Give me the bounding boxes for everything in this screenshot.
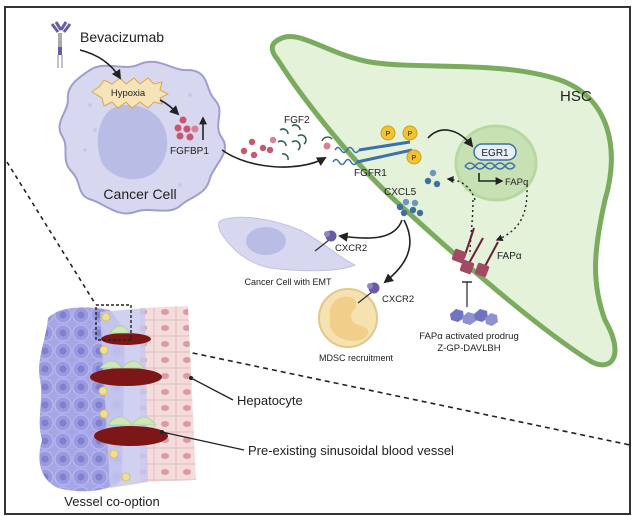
mdsc-nucleus — [330, 296, 369, 341]
fgfbp1-dots — [174, 116, 199, 141]
egr1-badge — [473, 143, 517, 161]
hepatocyte-tissue — [140, 306, 196, 482]
bound-fgf2-arc — [321, 136, 333, 142]
immune-cells — [98, 312, 131, 482]
hsc-cell — [269, 34, 618, 368]
fgfr1-label: FGFR1 — [354, 168, 387, 179]
zoom-connector-right — [130, 339, 631, 446]
prodrug-label-line1: FAPα activated prodrug — [419, 331, 519, 342]
bevacizumab-arrow — [79, 49, 122, 80]
mdsc-label: MDSC recruitment — [319, 353, 394, 363]
vessel-cooption-title: Vessel co-option — [64, 494, 159, 509]
hepatocyte-label: Hepatocyte — [237, 393, 303, 408]
cxcr2-label-1: CXCR2 — [335, 243, 367, 254]
fgf2-complex-dots — [240, 136, 277, 159]
hsc-nucleus — [454, 124, 538, 202]
fap-feedback-line — [469, 199, 474, 256]
emt-nucleus — [246, 227, 286, 255]
cxcl5-dots — [396, 198, 424, 217]
prodrug-icon — [450, 309, 498, 326]
prodrug-label-line2: Z-GP-DAVLBH — [437, 343, 500, 354]
zoom-region-box — [95, 304, 132, 341]
transcription-arrow — [478, 173, 504, 185]
fap-gene-label: FAPα — [505, 177, 529, 188]
egr1-label: EGR1 — [481, 148, 509, 159]
cxcl5-to-emt-arrow — [338, 219, 403, 242]
fgfr1-receptor — [332, 140, 413, 166]
cxcr2-label-2: CXCR2 — [382, 294, 414, 305]
hsc-label: HSC — [560, 88, 592, 105]
emt-cell-label: Cancer Cell with EMT — [244, 277, 332, 287]
hypoxia-label: Hypoxia — [111, 88, 146, 99]
vessel-pointer — [161, 431, 245, 451]
cxcl5-label: CXCL5 — [384, 187, 417, 198]
phospho-label-1: P — [386, 131, 391, 138]
fap-expression-arrow — [495, 184, 528, 241]
hepatocyte-pointer — [190, 377, 234, 401]
blood-vessels — [90, 333, 168, 446]
fgf2-label: FGF2 — [284, 115, 310, 126]
signaling-arrow — [427, 129, 474, 148]
hsc-on-vessels — [99, 325, 157, 426]
fgf2-arcs — [277, 124, 307, 161]
cxcr2-receptor-1 — [314, 230, 337, 252]
phosphate-icons — [380, 125, 422, 165]
cxcr2-receptor-2 — [357, 282, 380, 304]
hypoxia-arrow — [159, 99, 180, 116]
cancer-cell-nucleus — [97, 105, 168, 180]
bound-ligand — [323, 142, 331, 150]
vessel-label: Pre-existing sinusoidal blood vessel — [248, 443, 454, 458]
fgf2-secretion-arrow — [221, 149, 327, 168]
cxcl5-to-mdsc-arrow — [383, 219, 411, 284]
phospho-label-2: P — [408, 131, 413, 138]
bevacizumab-label: Bevacizumab — [80, 29, 164, 45]
fap-protein-label: FAPα — [497, 251, 522, 262]
antibody-icon — [50, 21, 72, 68]
fap-receptors — [451, 227, 499, 278]
phospho-label-3: P — [412, 155, 417, 162]
fgfbp1-label: FGFBP1 — [170, 146, 209, 157]
dna-icon — [464, 162, 516, 170]
cxcl5-intracellular-dots — [424, 169, 441, 188]
cancer-cell-label: Cancer Cell — [103, 186, 176, 202]
